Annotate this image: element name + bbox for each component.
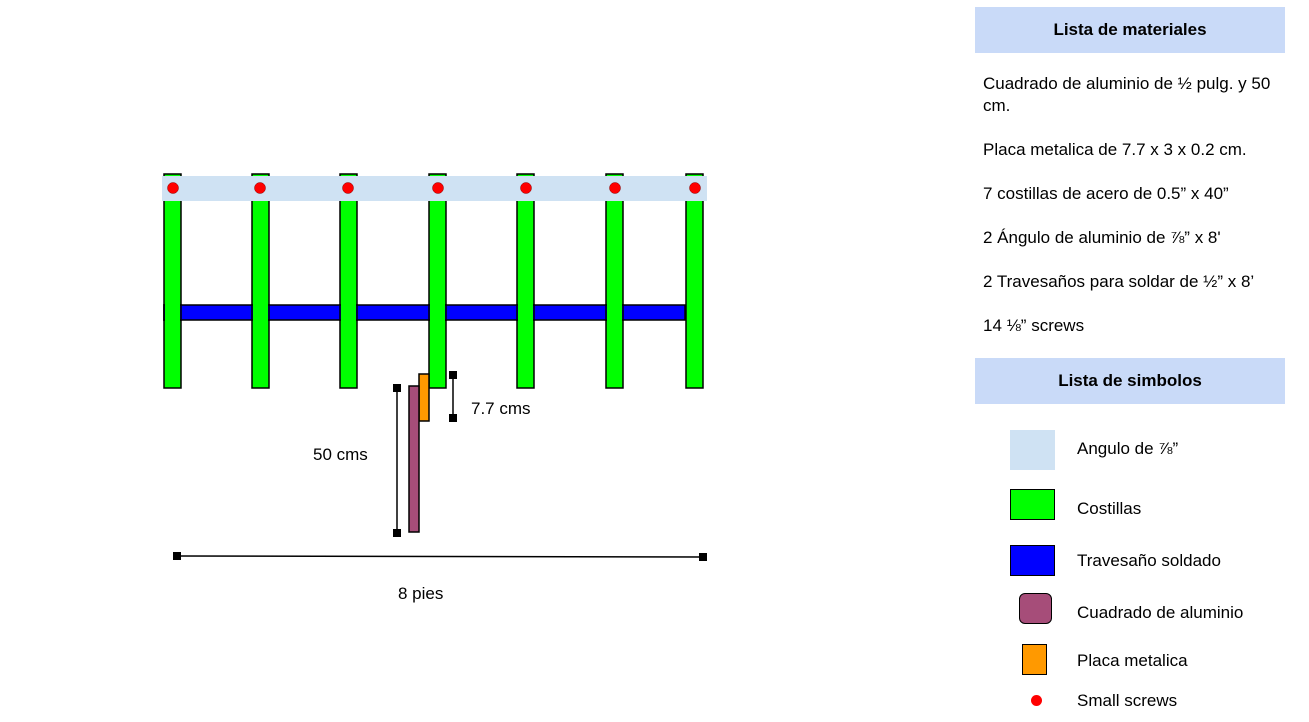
dimension-50cm xyxy=(393,384,401,537)
legend-label: Angulo de ⅞” xyxy=(1077,439,1179,458)
material-item: Placa metalica de 7.7 x 3 x 0.2 cm. xyxy=(983,140,1247,159)
aluminum-square xyxy=(408,385,420,533)
dimension-label-length: 8 pies xyxy=(398,584,444,603)
rib xyxy=(428,173,447,389)
dimension-label-plate: 7.7 cms xyxy=(471,399,531,418)
rib xyxy=(339,173,358,389)
angle-swatch xyxy=(1010,430,1055,470)
material-item: 2 Travesaños para soldar de ½” x 8’ xyxy=(983,272,1255,291)
screw xyxy=(167,182,179,194)
dimension-8ft xyxy=(173,552,707,561)
symbols-header: Lista de simbolos xyxy=(975,358,1285,404)
rib xyxy=(516,173,535,389)
dimension-7-7cm xyxy=(449,371,457,422)
legend-label: Travesaño soldado xyxy=(1077,551,1221,570)
legend-label: Cuadrado de aluminio xyxy=(1077,603,1244,622)
screw xyxy=(689,182,701,194)
materials-header: Lista de materiales xyxy=(975,7,1285,53)
material-item: Cuadrado de aluminio de ½ pulg. y 50 cm. xyxy=(983,74,1271,115)
welded-crossbar xyxy=(163,304,686,321)
rib xyxy=(605,173,624,389)
material-item: 2 Ángulo de aluminio de ⅞” x 8' xyxy=(983,228,1221,247)
material-item: 7 costillas de acero de 0.5” x 40” xyxy=(983,184,1229,203)
ribs xyxy=(163,173,704,389)
square-swatch xyxy=(1019,593,1052,624)
screw xyxy=(254,182,266,194)
legend-label: Placa metalica xyxy=(1077,651,1188,670)
legend-label: Costillas xyxy=(1077,499,1142,518)
rib-swatch xyxy=(1010,489,1055,520)
screw xyxy=(432,182,444,194)
rib xyxy=(163,173,182,389)
plate-swatch xyxy=(1022,644,1047,675)
screw xyxy=(520,182,532,194)
legend-label: Small screws xyxy=(1077,691,1178,710)
dimension-label-square: 50 cms xyxy=(313,445,368,464)
rib xyxy=(251,173,270,389)
material-item: 14 ⅛” screws xyxy=(983,316,1085,335)
metal-plate xyxy=(418,373,430,422)
rib xyxy=(685,173,704,389)
screw xyxy=(342,182,354,194)
screws xyxy=(167,182,701,194)
screw xyxy=(609,182,621,194)
screw-swatch xyxy=(1031,695,1042,706)
crossbar-swatch xyxy=(1010,545,1055,576)
